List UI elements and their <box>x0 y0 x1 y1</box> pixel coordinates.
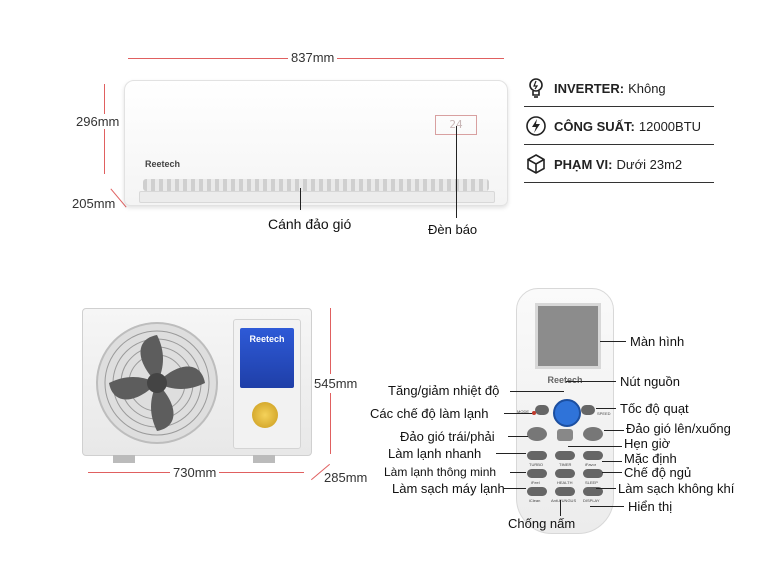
leader-air-clean <box>596 488 616 489</box>
remote-brand: Reetech <box>547 375 583 385</box>
leader-temp <box>510 391 564 392</box>
speed-button-text: SPEED <box>597 411 611 416</box>
ifeel-button[interactable] <box>527 469 547 478</box>
label-air-clean: Làm sạch không khí <box>618 481 735 496</box>
leader-smart-cool <box>510 472 526 473</box>
label-swing-ud: Đảo gió lên/xuống <box>626 421 731 436</box>
mode-button-text: MODE <box>517 409 529 414</box>
iclean-button[interactable] <box>527 487 547 496</box>
outdoor-brand-plate: Reetech <box>240 328 294 388</box>
display-button[interactable] <box>583 487 603 496</box>
indoor-depth-label: 205mm <box>72 196 116 211</box>
power-bolt-icon <box>526 116 546 136</box>
turbo-button[interactable] <box>527 451 547 460</box>
temp-down-button[interactable] <box>557 429 573 441</box>
swing-lr-button[interactable] <box>527 427 547 441</box>
label-power: Nút nguồn <box>620 374 680 389</box>
label-timer: Hẹn giờ <box>624 436 671 451</box>
swing-ud-button[interactable] <box>583 427 603 441</box>
leader-power <box>566 381 616 382</box>
outdoor-height-label: 545mm <box>314 374 358 393</box>
leader-fan-speed <box>596 408 616 409</box>
power-button[interactable] <box>553 399 581 427</box>
indoor-brand: Reetech <box>145 159 181 169</box>
fan-grille-icon <box>96 322 218 444</box>
spec-value: Dưới 23m2 <box>616 156 683 172</box>
outdoor-unit: Reetech <box>82 308 312 463</box>
spec-key: CÔNG SUẤT: <box>554 118 635 134</box>
leader-sleep <box>602 472 622 473</box>
spec-row-inverter: INVERTER: Không <box>524 70 714 107</box>
indicator-leader-line <box>456 126 457 218</box>
cube-icon <box>527 154 545 174</box>
leader-screen <box>600 341 626 342</box>
leader-swing-ud <box>604 430 624 431</box>
label-screen: Màn hình <box>630 334 685 349</box>
leader-default <box>602 461 622 462</box>
outdoor-depth-label: 285mm <box>324 470 368 485</box>
energy-badge-icon <box>252 402 278 428</box>
leader-timer <box>568 446 622 447</box>
indoor-width-label: 837mm <box>288 50 338 65</box>
health-button[interactable] <box>555 469 575 478</box>
outdoor-foot <box>113 455 135 463</box>
outdoor-side-panel: Reetech <box>233 319 301 449</box>
indoor-flap <box>139 191 495 203</box>
leader-self-clean <box>504 488 526 489</box>
leader-modes <box>504 413 534 414</box>
label-sleep: Chế độ ngủ <box>624 465 692 480</box>
health-button-text: HEALTH <box>557 480 573 485</box>
sleep-button-text: SLEEP <box>585 480 598 485</box>
outdoor-width-label: 730mm <box>170 465 220 480</box>
sleep-button[interactable] <box>583 469 603 478</box>
ifavor-button[interactable] <box>583 451 603 460</box>
label-temp: Tăng/giảm nhiệt độ <box>388 383 500 398</box>
indoor-unit: Reetech 24 <box>124 80 508 206</box>
bulb-icon <box>529 78 543 98</box>
label-modes: Các chế độ làm lạnh <box>370 406 489 421</box>
anti-fungus-button[interactable] <box>555 487 575 496</box>
spec-row-range: PHẠM VI: Dưới 23m2 <box>524 146 714 183</box>
label-smart-cool: Làm lạnh thông minh <box>384 465 497 479</box>
dot-modes <box>532 411 536 415</box>
label-turbo: Làm lạnh nhanh <box>388 446 482 461</box>
leader-swing-lr <box>508 436 528 437</box>
indoor-height-line <box>104 84 105 174</box>
label-swing-lr: Đảo gió trái/phải <box>400 429 495 444</box>
ifeel-button-text: iFeel <box>531 480 540 485</box>
remote-screen <box>535 303 601 369</box>
spec-value: Không <box>628 80 666 96</box>
speed-button[interactable] <box>581 405 595 415</box>
turbo-button-text: TURBO <box>529 462 543 467</box>
spec-row-capacity: CÔNG SUẤT: 12000BTU <box>524 108 714 145</box>
label-fan-speed: Tốc độ quạt <box>620 401 689 416</box>
flap-leader-line <box>300 188 301 210</box>
leader-anti-mold <box>560 500 561 516</box>
leader-display <box>590 506 624 507</box>
timer-button-text: TIMER <box>559 462 572 467</box>
ifavor-button-text: iFavor <box>585 462 597 467</box>
spec-key: PHẠM VI: <box>554 156 613 172</box>
leader-turbo <box>496 453 526 454</box>
indoor-height-label: 296mm <box>76 114 120 129</box>
display-button-text: DISPLAY <box>583 498 600 503</box>
anti-fungus-button-text: Anti-FUNGUS <box>551 498 577 503</box>
outdoor-foot <box>253 455 275 463</box>
indicator-label: Đèn báo <box>428 222 478 237</box>
label-self-clean: Làm sạch máy lạnh <box>392 481 505 496</box>
mode-button[interactable] <box>535 405 549 415</box>
spec-key: INVERTER: <box>554 80 625 96</box>
label-anti-mold: Chống nấm <box>508 516 576 531</box>
label-default: Mặc định <box>624 451 677 466</box>
label-display: Hiển thị <box>628 499 673 514</box>
outdoor-brand: Reetech <box>249 334 285 344</box>
indoor-vent <box>143 179 489 191</box>
timer-button[interactable] <box>555 451 575 460</box>
iclean-button-text: iClean <box>529 498 541 503</box>
spec-value: 12000BTU <box>638 118 702 134</box>
flap-label: Cánh đảo gió <box>268 216 352 232</box>
remote-control: Reetech MODE SPEED TURBO TIMER iFavor iF… <box>516 288 614 534</box>
